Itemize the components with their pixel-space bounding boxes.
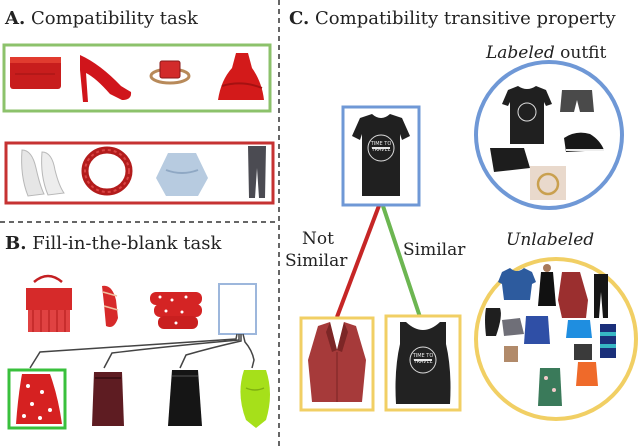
panel-a-heading: A. Compatibility task (5, 9, 198, 29)
not-similar-edge (335, 202, 382, 318)
panel-c-letter: C. (289, 8, 310, 29)
unlabeled-item-black-pants (594, 274, 608, 318)
graphic-tee-image (352, 114, 410, 196)
unlabeled-item-grey-tee (502, 318, 524, 336)
connector-to-candidate-3 (179, 334, 242, 369)
black-sneakers-image (564, 132, 604, 152)
red-floral-skirt-image (16, 374, 62, 424)
not-similar-label-line1: Not (302, 229, 334, 249)
panel-c-title: Compatibility transitive property (315, 8, 616, 29)
red-clutch-image (10, 57, 61, 89)
unlabeled-item-black-tank (485, 308, 501, 336)
connector-to-candidate-4 (242, 333, 255, 369)
similar-edge (380, 202, 422, 318)
connector-to-candidate-2 (103, 334, 240, 369)
unlabeled-item-floral-swimsuit (538, 368, 562, 406)
unlabeled-item-blue-cardigan (524, 316, 550, 344)
unlabeled-item-black-dress (538, 264, 556, 306)
unlabeled-item-red-blazer (558, 272, 588, 318)
tank-print-line1: TIME TO (412, 353, 434, 359)
grey-shorts-image (560, 90, 594, 112)
incompatible-outfit-frame (4, 141, 275, 205)
unlabeled-item-bag (574, 344, 592, 360)
graphic-tank-image (395, 322, 451, 404)
maroon-pencil-skirt-image (92, 372, 124, 426)
labeled-word: Labeled (486, 43, 555, 63)
red-ring-image (149, 60, 191, 85)
similar-label: Similar (403, 240, 466, 260)
not-similar-label-line2: Similar (285, 251, 348, 271)
unlabeled-item-blue-tee (498, 268, 536, 300)
query-tee-print-line1: TIME TO (370, 141, 392, 147)
neon-green-skirt-image (240, 370, 270, 428)
red-necklace-image (81, 146, 133, 196)
compatible-outfit-frame (2, 43, 272, 113)
red-dress-image (218, 53, 264, 100)
panel-a-title: Compatibility task (30, 8, 198, 29)
blue-blouse-image (156, 153, 208, 196)
panel-a-letter: A. (5, 8, 26, 29)
unlabeled-item-sandals (504, 346, 518, 362)
unlabeled-item-striped-tank (600, 324, 616, 358)
grey-jeans-image (248, 146, 266, 198)
black-pencil-skirt-image (168, 370, 202, 426)
red-fringe-bag-image (26, 274, 72, 332)
unlabeled-item-cyan-tee (566, 320, 592, 338)
query-tee-print-line2: TRAVEL (371, 147, 391, 153)
connector-to-candidate-1 (29, 333, 238, 369)
panel-b-title: Fill-in-the-blank task (32, 233, 222, 254)
hoop-earrings-image (530, 166, 566, 200)
unlabeled-item-orange-shirt (576, 362, 598, 386)
panel-c-heading: C. Compatibility transitive property (289, 9, 616, 29)
labeled-outfit-caption: Labeled outfit (486, 43, 606, 63)
tank-print-line2: TRAVEL (413, 359, 433, 365)
panel-b-heading: B. Fill-in-the-blank task (5, 234, 221, 254)
panel-b-letter: B. (5, 233, 27, 254)
blank-item-box (218, 283, 257, 335)
correct-answer-frame (7, 368, 67, 430)
tank-print: TIME TO TRAVEL (405, 353, 441, 365)
red-blazer-image (308, 322, 366, 402)
outfit-word: outfit (554, 43, 607, 63)
red-heels-image (80, 55, 132, 102)
ruffled-top-image (150, 292, 202, 329)
query-tee-print: TIME TO TRAVEL (363, 141, 399, 153)
labeled-tee-image (502, 86, 552, 144)
unlabeled-caption: Unlabeled (506, 230, 595, 250)
white-sneakers-image (21, 149, 65, 197)
red-sandals-image (102, 285, 119, 327)
black-wallet-image (490, 148, 530, 172)
